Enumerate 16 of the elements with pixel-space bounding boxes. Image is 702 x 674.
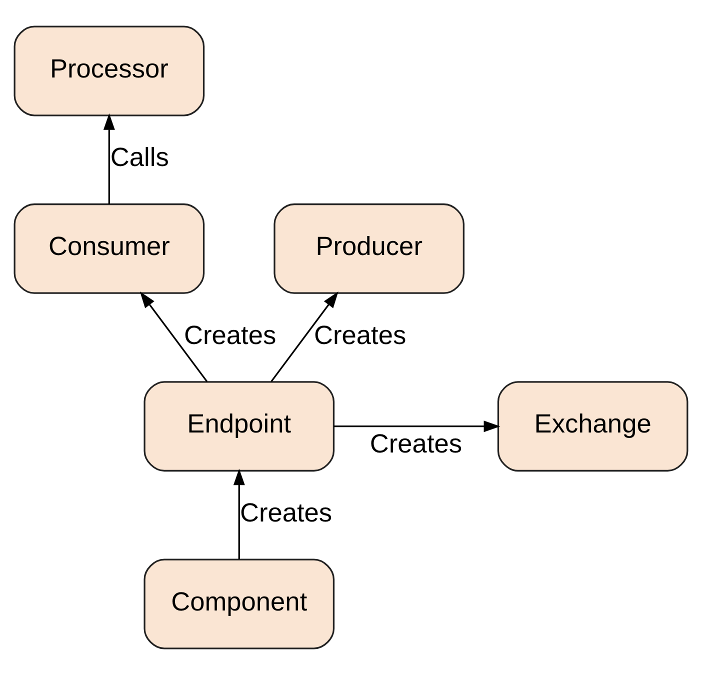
node-box: Producer [274, 202, 465, 294]
node-box: Processor [14, 25, 205, 116]
edge-label: Creates [184, 319, 276, 350]
edge-label: Creates [370, 428, 462, 458]
node-box: Component [144, 558, 335, 649]
edge-label: Creates [240, 496, 332, 527]
arrow [103, 112, 115, 204]
edge-label: Creates [314, 319, 406, 350]
node-box: Exchange [497, 380, 688, 472]
arrow [270, 291, 338, 382]
node-box: Consumer [14, 202, 205, 294]
edge-label: Calls [110, 142, 169, 172]
arrow [233, 468, 245, 559]
node-box: Endpoint [144, 380, 335, 472]
arrow [334, 420, 500, 432]
arrow [140, 291, 208, 382]
